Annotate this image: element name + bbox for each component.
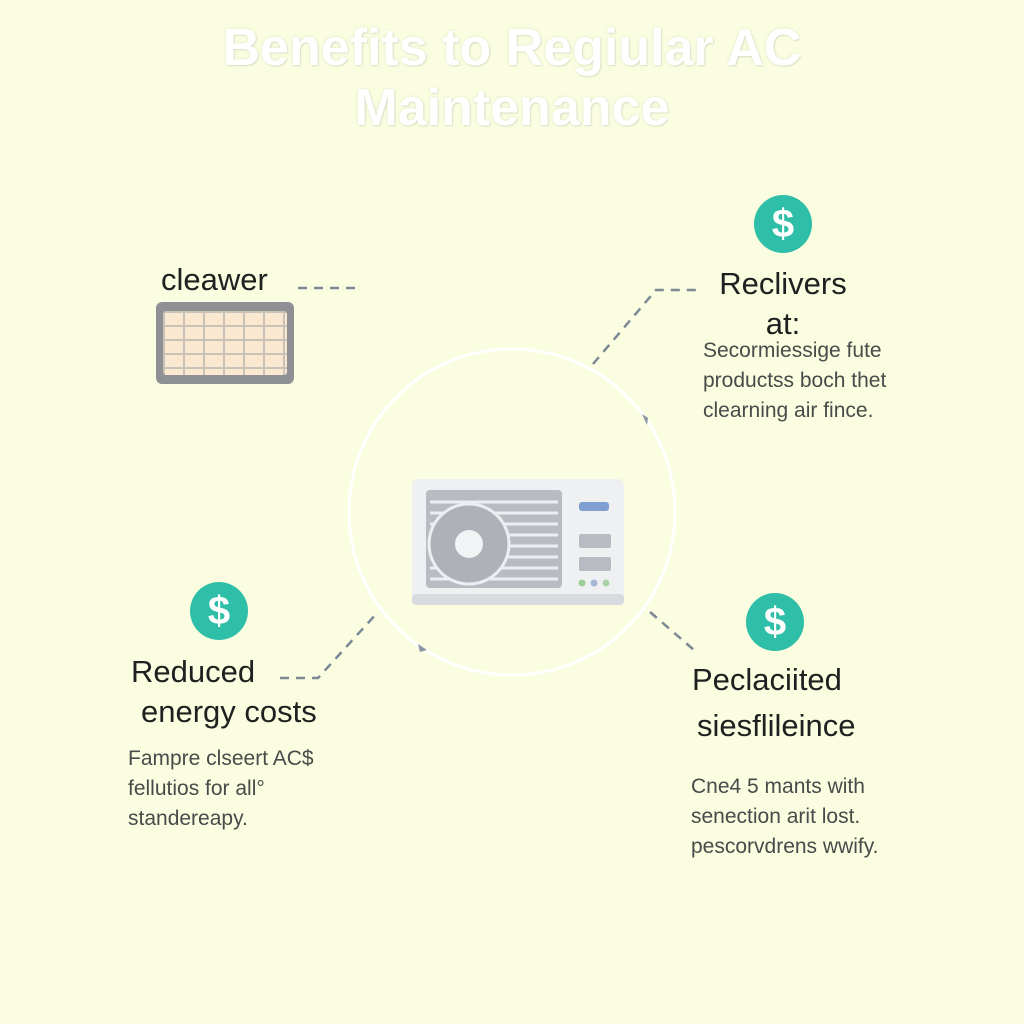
bottom-left-label-line-2: energy costs [141, 694, 317, 729]
top-right-desc-line-3: clearning air fince. [703, 399, 874, 422]
dollar-coin-icon: $ [746, 593, 804, 651]
bottom-left-desc-line-1: Fampre clseert AC$ [128, 747, 314, 770]
connector-bottom-right [649, 611, 695, 651]
bottom-right-description: Cne4 5 mants with senection arit lost. p… [691, 772, 879, 862]
circle-arrow-right [642, 414, 648, 425]
bottom-right-label-line-1: Peclaciited [692, 662, 842, 697]
bottom-left-label-line-1: Reduced [131, 654, 256, 689]
top-left-label: cleawer [161, 262, 268, 297]
air-conditioner-icon [412, 479, 624, 605]
air-filter-icon [156, 302, 294, 384]
bottom-left-label: Reduced energy costs [131, 652, 337, 732]
top-right-label-line-2: at: [765, 306, 801, 341]
dollar-coin-icon: $ [190, 582, 248, 640]
title-line-1: Benefits to Regiular AC [222, 19, 802, 77]
top-right-desc-line-1: Secormiessige fute [703, 339, 882, 362]
center-circle [347, 347, 677, 677]
bottom-left-desc-line-2: fellutios for all° [128, 777, 265, 800]
bottom-right-label-line-2: siesflileince [697, 708, 856, 743]
bottom-right-desc-line-1: Cne4 5 mants with [691, 775, 865, 798]
bottom-left-description: Fampre clseert AC$ fellutios for all° st… [128, 744, 314, 834]
title-line-2: Maintenance [354, 79, 670, 137]
connector-top-right [592, 288, 700, 365]
top-right-description: Secormiessige fute productss boch thet c… [703, 336, 886, 426]
air-filter-grid [163, 311, 287, 375]
connector-bottom-left [280, 611, 379, 680]
dollar-coin-icon: $ [754, 195, 812, 253]
top-right-label-line-1: Reclivers [719, 266, 847, 301]
circle-arrow-left [418, 644, 427, 652]
bottom-right-desc-line-3: pescorvdrens wwify. [691, 835, 879, 858]
top-right-label: Reclivers at: [711, 264, 855, 344]
page-title: Benefits to Regiular AC Maintenance [0, 18, 1024, 138]
top-right-desc-line-2: productss boch thet [703, 369, 887, 392]
bottom-right-desc-line-2: senection arit lost. [691, 805, 861, 828]
bottom-left-desc-line-3: standereapy. [128, 807, 248, 830]
bottom-right-label: Peclaciited siesflileince [692, 660, 856, 746]
